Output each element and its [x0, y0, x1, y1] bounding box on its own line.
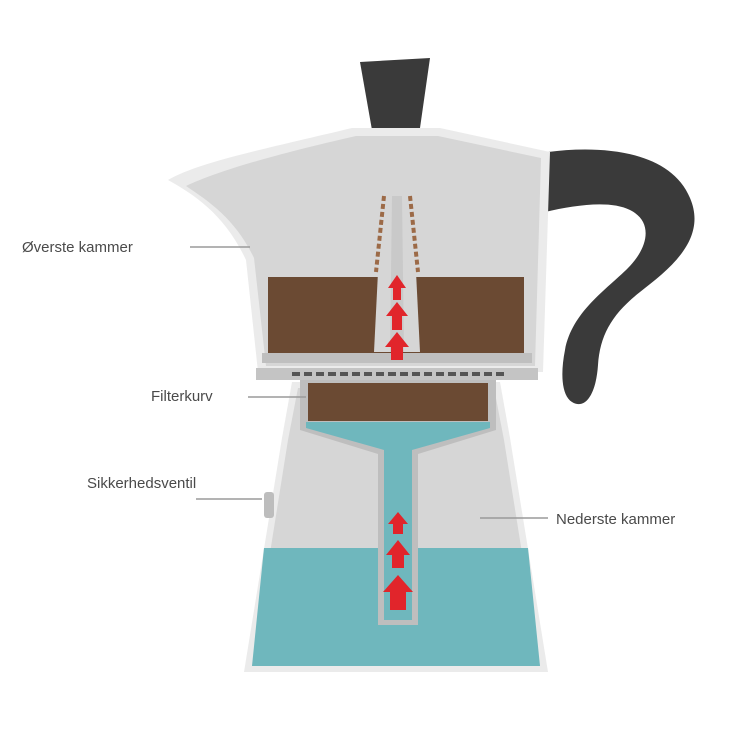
flow-arrow-upper-3: [385, 332, 409, 360]
label-safety-valve: Sikkerhedsventil: [87, 475, 196, 492]
coffee-grounds: [308, 383, 488, 421]
flow-arrow-lower-2: [386, 540, 410, 568]
spout-wall-right: [408, 195, 420, 273]
gasket-band: [256, 368, 538, 380]
spout-wall-left: [374, 195, 386, 273]
label-upper-chamber: Øverste kammer: [22, 239, 133, 256]
safety-valve: [264, 492, 274, 518]
flow-arrow-upper-2: [386, 302, 408, 330]
flow-arrow-lower-1: [388, 512, 408, 534]
lid-knob: [360, 58, 430, 130]
label-filter-basket: Filterkurv: [151, 388, 213, 405]
handle: [545, 149, 695, 405]
label-lower-chamber: Nederste kammer: [556, 511, 675, 528]
flow-arrow-lower-3: [383, 575, 413, 610]
flow-arrow-upper-1: [388, 275, 406, 300]
